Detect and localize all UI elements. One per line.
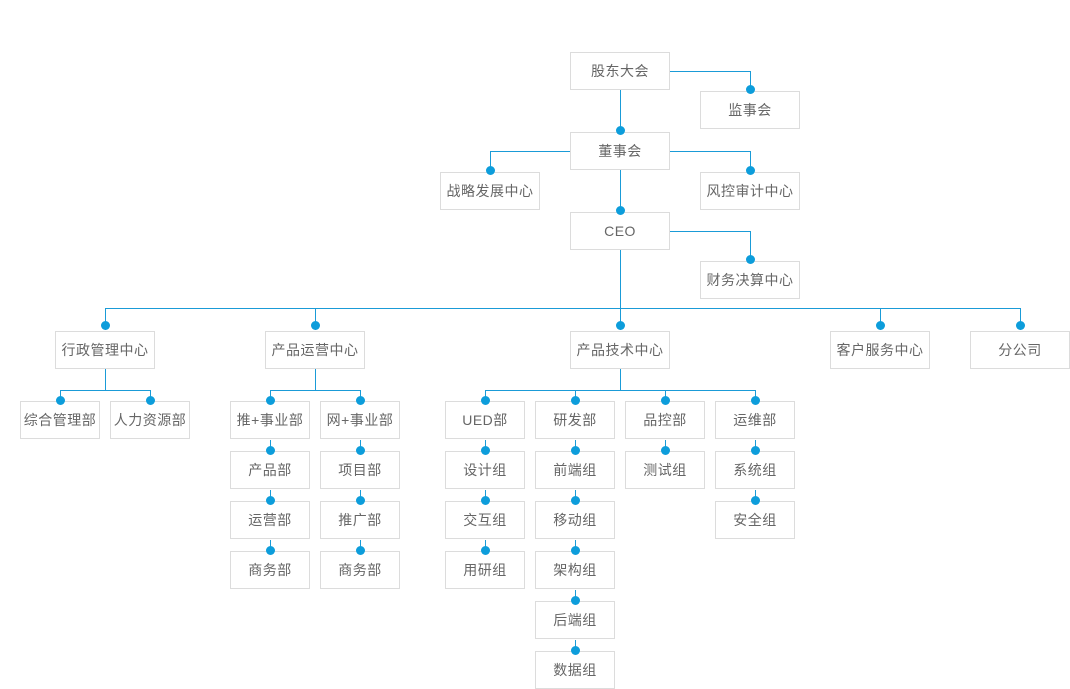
connector-bus-to-product-tech: [620, 308, 621, 330]
node-system-group[interactable]: 系统组: [715, 451, 795, 489]
connector-dot-customer-service-center: [876, 321, 885, 330]
node-product-operation-center[interactable]: 产品运营中心: [265, 331, 365, 369]
connector-bus-to-customer-service: [880, 308, 881, 330]
node-interaction-group[interactable]: 交互组: [445, 501, 525, 539]
node-backend-group[interactable]: 后端组: [535, 601, 615, 639]
node-ops-dept[interactable]: 运维部: [715, 401, 795, 439]
node-ceo[interactable]: CEO: [570, 212, 670, 250]
connector-dot-security-group: [751, 496, 760, 505]
node-branch-company[interactable]: 分公司: [970, 331, 1070, 369]
connector-bus-to-product-op: [315, 308, 316, 330]
connector-dot-ops-dept: [751, 396, 760, 405]
node-admin-management-center[interactable]: 行政管理中心: [55, 331, 155, 369]
connector-dot-promotion-dept: [356, 496, 365, 505]
node-general-management-dept[interactable]: 综合管理部: [20, 401, 100, 439]
node-business-dept-right[interactable]: 商务部: [320, 551, 400, 589]
node-mobile-group[interactable]: 移动组: [535, 501, 615, 539]
node-shareholders-meeting[interactable]: 股东大会: [570, 52, 670, 90]
connector-dot-mobile-group: [571, 496, 580, 505]
connector-dot-data-group: [571, 646, 580, 655]
connector-main-bus: [105, 308, 1020, 309]
connector-dot-user-research-group: [481, 546, 490, 555]
connector-shareholders-to-board: [620, 90, 621, 132]
connector-shareholders-to-supervisory-stub: [750, 71, 751, 94]
connector-dot-general-management-dept: [56, 396, 65, 405]
connector-dot-ceo: [616, 206, 625, 215]
connector-dot-wang-business-unit: [356, 396, 365, 405]
node-rd-dept[interactable]: 研发部: [535, 401, 615, 439]
connector-board-to-ceo: [620, 170, 621, 212]
node-qa-dept[interactable]: 品控部: [625, 401, 705, 439]
node-product-tech-center[interactable]: 产品技术中心: [570, 331, 670, 369]
node-customer-service-center[interactable]: 客户服务中心: [830, 331, 930, 369]
node-user-research-group[interactable]: 用研组: [445, 551, 525, 589]
connector-dot-product-operation-center: [311, 321, 320, 330]
connector-product-op-horizontal: [270, 390, 361, 391]
connector-product-tech-horizontal: [485, 390, 756, 391]
connector-bus-to-branch: [1020, 308, 1021, 330]
connector-ceo-to-bus: [620, 250, 621, 308]
node-ued-dept[interactable]: UED部: [445, 401, 525, 439]
node-strategy-development-center[interactable]: 战略发展中心: [440, 172, 540, 210]
node-promotion-dept[interactable]: 推广部: [320, 501, 400, 539]
connector-dot-design-group: [481, 446, 490, 455]
connector-dot-strategy: [486, 166, 495, 175]
connector-dot-frontend-group: [571, 446, 580, 455]
connector-dot-finance: [746, 255, 755, 264]
node-risk-audit-center[interactable]: 风控审计中心: [700, 172, 800, 210]
connector-dot-risk: [746, 166, 755, 175]
node-product-dept[interactable]: 产品部: [230, 451, 310, 489]
connector-dot-operation-dept: [266, 496, 275, 505]
node-project-dept[interactable]: 项目部: [320, 451, 400, 489]
connector-dot-test-group: [661, 446, 670, 455]
connector-product-op-down: [315, 369, 316, 390]
node-test-group[interactable]: 测试组: [625, 451, 705, 489]
node-wang-business-unit[interactable]: 网+事业部: [320, 401, 400, 439]
node-board-of-directors[interactable]: 董事会: [570, 132, 670, 170]
connector-dot-product-dept: [266, 446, 275, 455]
connector-board-to-risk: [750, 151, 751, 175]
connector-dot-hr-dept: [146, 396, 155, 405]
node-security-group[interactable]: 安全组: [715, 501, 795, 539]
connector-dot-project-dept: [356, 446, 365, 455]
connector-dot-system-group: [751, 446, 760, 455]
connector-dot-qa-dept: [661, 396, 670, 405]
node-hr-dept[interactable]: 人力资源部: [110, 401, 190, 439]
connector-admin-horizontal: [60, 390, 151, 391]
connector-dot-architecture-group: [571, 546, 580, 555]
connector-product-tech-down: [620, 369, 621, 390]
connector-ceo-to-finance: [670, 231, 751, 232]
node-business-dept-left[interactable]: 商务部: [230, 551, 310, 589]
node-data-group[interactable]: 数据组: [535, 651, 615, 689]
connector-bus-to-admin: [105, 308, 106, 330]
node-frontend-group[interactable]: 前端组: [535, 451, 615, 489]
node-architecture-group[interactable]: 架构组: [535, 551, 615, 589]
node-tui-business-unit[interactable]: 推+事业部: [230, 401, 310, 439]
connector-board-to-strategy: [490, 151, 491, 175]
connector-dot-business-dept-right: [356, 546, 365, 555]
node-supervisory-board[interactable]: 监事会: [700, 91, 800, 129]
connector-dot-board: [616, 126, 625, 135]
connector-dot-business-dept-left: [266, 546, 275, 555]
connector-admin-down: [105, 369, 106, 390]
connector-dot-rd-dept: [571, 396, 580, 405]
connector-shareholders-to-supervisory: [670, 71, 751, 72]
connector-ceo-to-finance-stub: [750, 231, 751, 264]
node-finance-settlement-center[interactable]: 财务决算中心: [700, 261, 800, 299]
connector-dot-backend-group: [571, 596, 580, 605]
connector-dot-interaction-group: [481, 496, 490, 505]
connector-dot-product-tech-center: [616, 321, 625, 330]
connector-dot-admin-center: [101, 321, 110, 330]
connector-dot-branch-company: [1016, 321, 1025, 330]
node-operation-dept[interactable]: 运营部: [230, 501, 310, 539]
connector-dot-tui-business-unit: [266, 396, 275, 405]
connector-dot-ued-dept: [481, 396, 490, 405]
node-design-group[interactable]: 设计组: [445, 451, 525, 489]
connector-dot-supervisory: [746, 85, 755, 94]
